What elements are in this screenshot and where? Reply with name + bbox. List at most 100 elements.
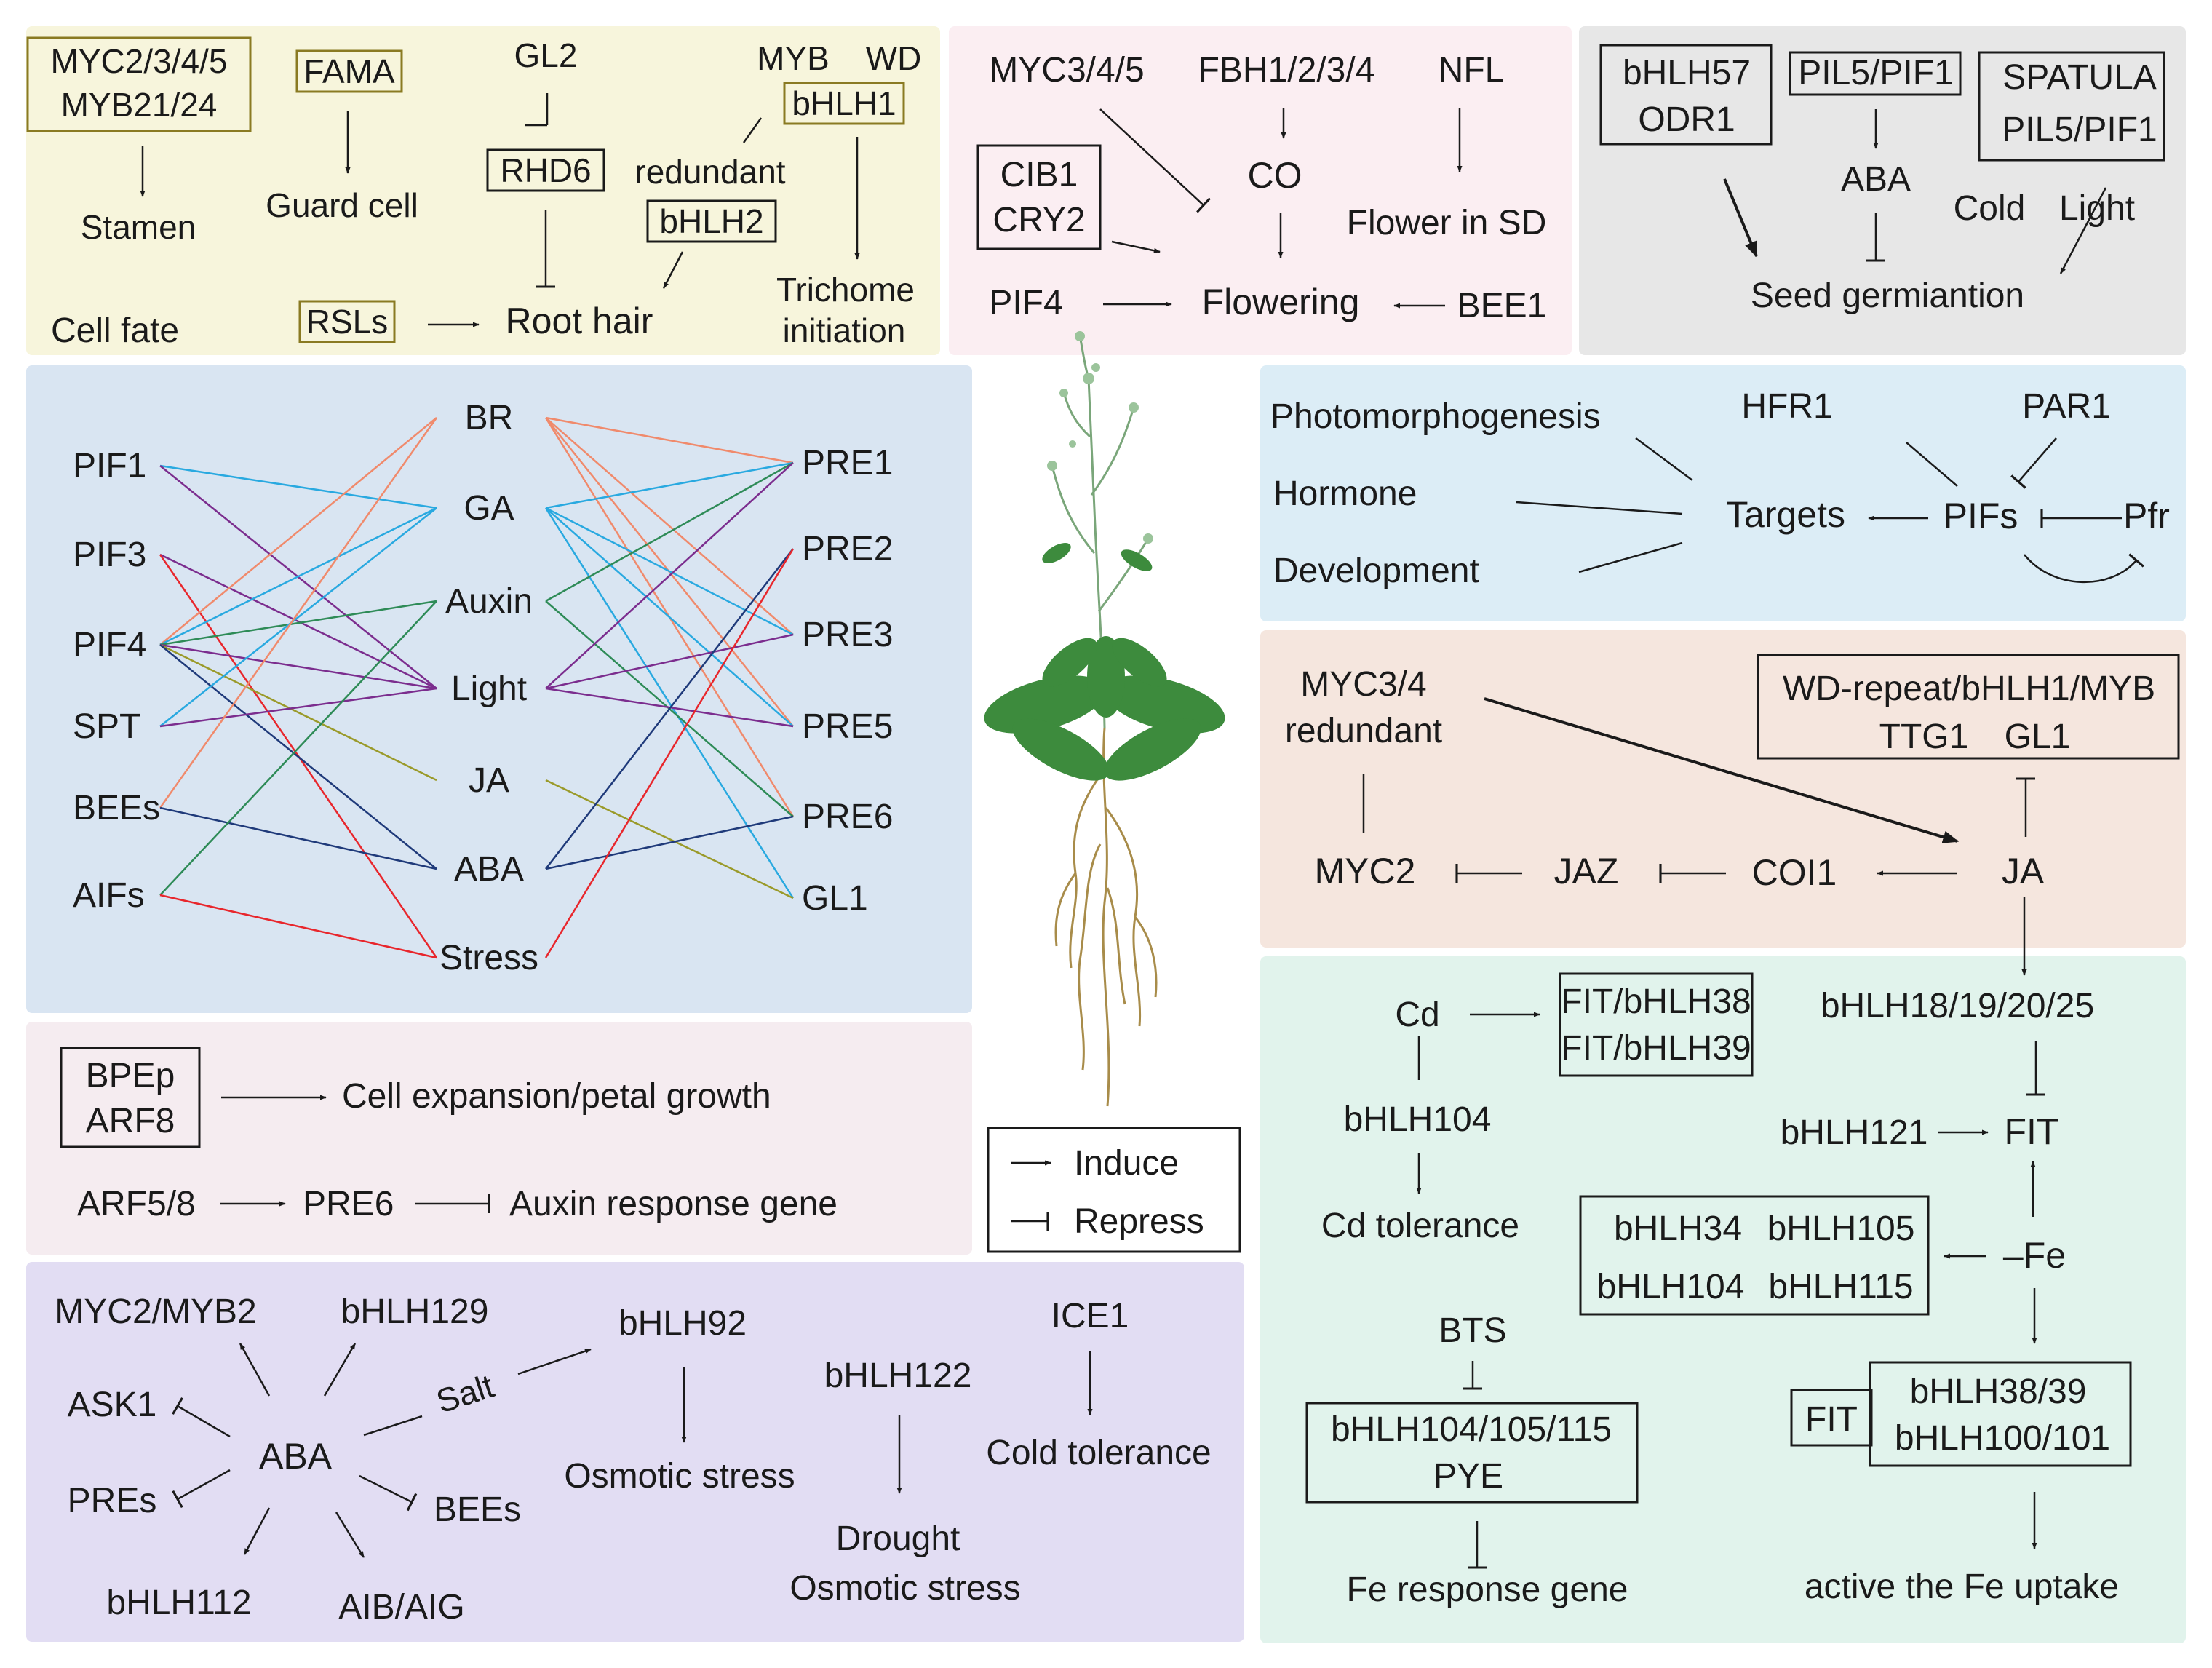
label-bhlh92: bHLH92 xyxy=(618,1304,747,1343)
label-cd-tol: Cd tolerance xyxy=(1321,1207,1519,1245)
label-aib: AIB/AIG xyxy=(338,1588,464,1627)
label-fama: FAMA xyxy=(303,52,395,90)
label-pres: PREs xyxy=(68,1482,157,1520)
label-gl2: GL2 xyxy=(514,36,578,74)
label-bhlh34: bHLH34 xyxy=(1614,1210,1742,1248)
fit2-box xyxy=(1790,1389,1873,1447)
panel-fe: Cd FIT/bHLH38 FIT/bHLH39 bHLH18/19/20/25… xyxy=(1260,897,2186,1643)
label-bhlh3839: bHLH38/39 xyxy=(1910,1373,2087,1411)
label-redundant-cf: redundant xyxy=(634,153,785,191)
edge-bhlh1-redundant xyxy=(742,117,763,143)
label-pye: PYE xyxy=(1433,1457,1503,1496)
label-pif4-fl: PIF4 xyxy=(989,284,1062,322)
edge-aba-bhlh112 xyxy=(243,1507,271,1555)
label-initiation: initiation xyxy=(783,311,906,349)
myc-box xyxy=(26,36,252,132)
wd-box xyxy=(1757,654,2180,760)
edge-aba-ask1 xyxy=(172,1397,231,1438)
edge-light-pre1 xyxy=(545,462,794,689)
edge-aba-bhlh129 xyxy=(323,1343,357,1397)
panel-ja: MYC3/4 redundant WD-repeat/bHLH1/MYB TTG… xyxy=(1260,630,2186,948)
bpep-box xyxy=(60,1047,201,1148)
edge-spt-light xyxy=(159,687,437,728)
legend: Induce Repress xyxy=(987,1127,1241,1253)
network-node-pre2: PRE2 xyxy=(802,530,893,568)
edge-bhlh57-germ xyxy=(1723,178,1758,258)
edge-hormone-targets xyxy=(1516,501,1683,515)
label-hfr1: HFR1 xyxy=(1741,387,1832,426)
seed-bg xyxy=(1579,26,2186,355)
network-node-light: Light xyxy=(451,670,527,708)
label-bts: BTS xyxy=(1439,1311,1506,1350)
edge-pif4-light xyxy=(159,643,437,690)
network-node-ja: JA xyxy=(469,761,509,800)
label-myc345: MYC3/4/5 xyxy=(989,51,1144,90)
label-hormone: Hormone xyxy=(1273,474,1417,513)
label-cd: Cd xyxy=(1395,996,1439,1034)
panel-abiotic: MYC2/MYB2 bHLH129 ASK1 ABA Salt PREs BEE… xyxy=(26,1262,1244,1642)
label-cell-expansion: Cell expansion/petal growth xyxy=(342,1077,771,1116)
fe-bg xyxy=(1260,956,2186,1643)
label-drought: Drought xyxy=(836,1520,960,1558)
network-node-pre3: PRE3 xyxy=(802,616,893,654)
network-node-pif4: PIF4 xyxy=(73,626,146,664)
label-aba-center: ABA xyxy=(259,1436,333,1477)
network-node-spt: SPT xyxy=(73,707,140,746)
edge-dev-targets xyxy=(1578,541,1683,573)
label-wd-repeat: WD-repeat/bHLH1/MYB xyxy=(1783,670,2155,708)
label-development: Development xyxy=(1273,552,1479,590)
pifs-bg xyxy=(1260,365,2186,621)
label-ask1: ASK1 xyxy=(68,1386,157,1424)
plant-roots xyxy=(1054,727,1158,1107)
network-bg xyxy=(26,365,972,1013)
label-fit38: FIT/bHLH38 xyxy=(1561,982,1751,1021)
label-pifs: PIFs xyxy=(1944,496,2018,536)
label-cold-tol: Cold tolerance xyxy=(986,1434,1212,1472)
label-myc2: MYC2 xyxy=(1315,851,1416,891)
label-arf58: ARF5/8 xyxy=(77,1185,196,1223)
label-bhlh115: bHLH115 xyxy=(1768,1268,1913,1306)
label-bhlh129: bHLH129 xyxy=(341,1292,489,1331)
label-coi1: COI1 xyxy=(1752,852,1837,893)
label-bhlh1819: bHLH18/19/20/25 xyxy=(1821,987,2094,1025)
label-myc34: MYC3/4 xyxy=(1300,665,1426,704)
network-node-pif1: PIF1 xyxy=(73,447,146,485)
edge-aifs-stress xyxy=(159,894,437,959)
label-pfr: Pfr xyxy=(2123,496,2170,536)
label-auxin-resp: Auxin response gene xyxy=(509,1185,838,1223)
edge-pif3-light xyxy=(159,553,437,690)
label-fit2: FIT xyxy=(1805,1400,1858,1439)
label-trichome: Trichome xyxy=(776,271,915,309)
label-germination: Seed germiantion xyxy=(1751,277,2024,315)
plant-flowers xyxy=(1047,331,1153,544)
legend-repress: Repress xyxy=(1074,1202,1204,1241)
abiotic-bg xyxy=(26,1262,1244,1642)
label-pil5: PIL5/PIF1 xyxy=(1798,54,1953,92)
label-odr1: ODR1 xyxy=(1638,100,1735,139)
network-node-pif3: PIF3 xyxy=(73,536,146,574)
panel-cell-fate: MYC2/3/4/5 MYB21/24 Stamen FAMA Guard ce… xyxy=(26,26,940,355)
bhlh2-box xyxy=(646,199,777,243)
edge-cry2-flowering xyxy=(1111,240,1161,253)
network-edges xyxy=(159,416,795,959)
label-cry2: CRY2 xyxy=(992,201,1085,239)
panel-network: PIF1PIF3PIF4SPTBEEsAIFsBRGAAuxinLightJAA… xyxy=(26,365,972,1013)
label-bhlh122: bHLH122 xyxy=(824,1357,972,1395)
network-node-stress: Stress xyxy=(439,939,538,977)
label-root-hair: Root hair xyxy=(506,301,653,341)
edge-spt-ga xyxy=(159,507,437,727)
network-node-pre5: PRE5 xyxy=(802,707,893,746)
label-bee1: BEE1 xyxy=(1457,287,1547,325)
label-bhlh100: bHLH100/101 xyxy=(1895,1419,2110,1458)
label-spatula: SPATULA xyxy=(2002,58,2157,97)
edge-br-pre1 xyxy=(545,416,794,464)
bhlh34-box xyxy=(1579,1195,1930,1316)
plant-illustration xyxy=(984,331,1225,1107)
label-osmotic: Osmotic stress xyxy=(564,1457,795,1496)
network-node-aifs: AIFs xyxy=(73,876,145,915)
label-guard-cell: Guard cell xyxy=(266,186,418,224)
edge-aba-pre6 xyxy=(545,815,794,870)
edge-ja-gl1 xyxy=(545,779,794,899)
edge-pif4-auxin xyxy=(159,600,437,646)
label-bhlh2: bHLH2 xyxy=(659,202,763,240)
